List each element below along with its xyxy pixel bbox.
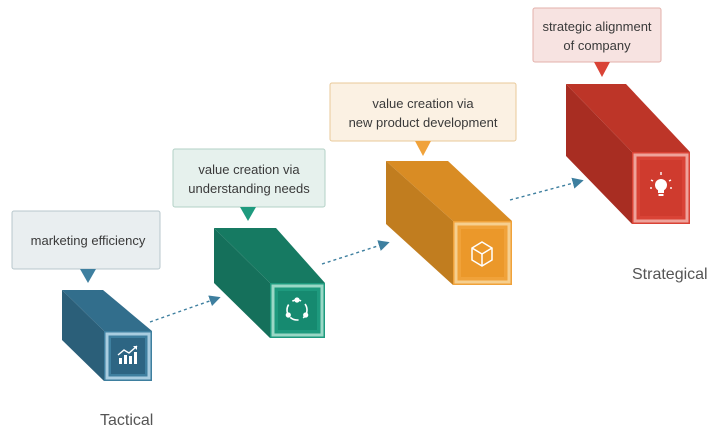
stage-3-block bbox=[386, 161, 512, 285]
svg-text:value creation via: value creation via bbox=[198, 162, 300, 177]
stage-2-callout-line-1: value creation via bbox=[198, 162, 300, 177]
stage-1-block bbox=[62, 290, 152, 381]
stage-2-callout-line-2: understanding needs bbox=[188, 181, 310, 196]
svg-text:value creation via: value creation via bbox=[372, 96, 474, 111]
stage-3-callout: value creation via new product developme… bbox=[329, 82, 517, 156]
svg-text:marketing efficiency: marketing efficiency bbox=[31, 233, 146, 248]
stage-4-callout-line-2: of company bbox=[563, 38, 631, 53]
stage-4-callout: strategic alignment of company bbox=[532, 7, 662, 77]
stage-3: value creation via new product developme… bbox=[329, 82, 517, 285]
connector-2 bbox=[321, 240, 390, 265]
stage-4-block bbox=[566, 84, 690, 224]
svg-text:new product development: new product development bbox=[349, 115, 498, 130]
tactical-label: Tactical bbox=[100, 412, 153, 429]
box-icon bbox=[471, 241, 493, 267]
stage-4: strategic alignment of company bbox=[532, 7, 690, 224]
stage-2-block bbox=[214, 228, 325, 338]
connector-3 bbox=[509, 177, 584, 201]
connector-1 bbox=[149, 295, 221, 323]
stage-1-callout-line-1: marketing efficiency bbox=[31, 233, 146, 248]
cycle-icon bbox=[285, 297, 309, 321]
svg-text:strategic alignment: strategic alignment bbox=[542, 19, 651, 34]
stage-1: marketing efficiency bbox=[11, 210, 161, 381]
stage-4-callout-line-1: strategic alignment bbox=[542, 19, 651, 34]
lightbulb-icon bbox=[650, 172, 672, 196]
connectors bbox=[149, 177, 584, 323]
svg-text:of company: of company bbox=[563, 38, 631, 53]
stage-1-callout: marketing efficiency bbox=[11, 210, 161, 283]
strategical-label: Strategical bbox=[632, 266, 708, 283]
stage-3-callout-line-1: value creation via bbox=[372, 96, 474, 111]
svg-text:understanding needs: understanding needs bbox=[188, 181, 310, 196]
stage-2-callout: value creation via understanding needs bbox=[172, 148, 326, 221]
growth-chart-icon bbox=[117, 345, 138, 364]
stage-3-callout-line-2: new product development bbox=[349, 115, 498, 130]
stage-2: value creation via understanding needs bbox=[172, 148, 326, 338]
